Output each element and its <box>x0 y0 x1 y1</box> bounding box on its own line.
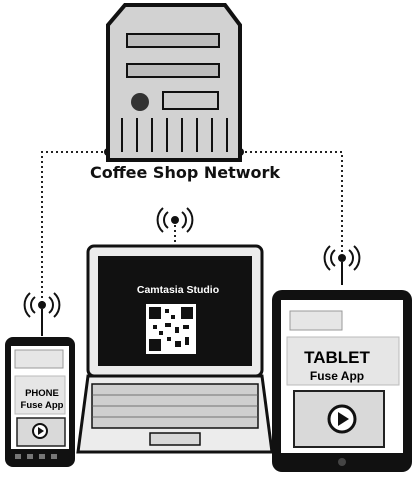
laptop-icon <box>76 244 274 454</box>
network-label: Coffee Shop Network <box>89 163 281 182</box>
wifi-icon-laptop <box>156 207 194 233</box>
laptop-app-label: Camtasia Studio <box>136 284 220 296</box>
phone-device-label: PHONE <box>25 388 59 399</box>
phone-app-label: Fuse App <box>20 400 64 411</box>
wifi-icon-phone <box>23 292 61 336</box>
network-connections <box>41 151 343 330</box>
wifi-icon-tablet <box>323 245 361 285</box>
phone-icon <box>5 337 75 467</box>
server-icon <box>106 3 242 162</box>
tablet-icon <box>272 290 412 472</box>
tablet-app-label: Fuse App <box>309 369 365 383</box>
tablet-device-label: TABLET <box>304 348 370 367</box>
